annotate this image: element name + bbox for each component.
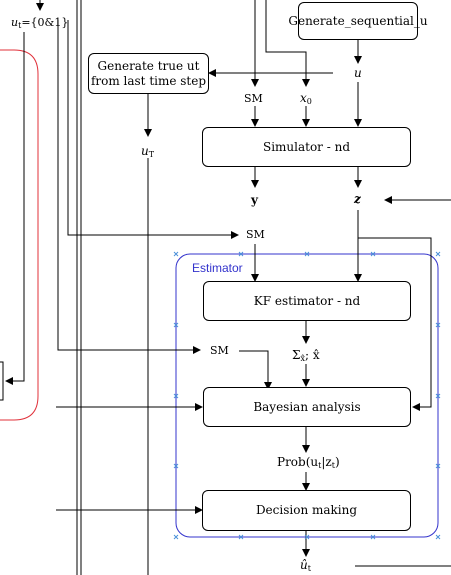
connection-cross (370, 534, 376, 540)
connection-cross (370, 251, 376, 257)
uT-label: uT (141, 145, 154, 159)
uT-sub: T (148, 150, 155, 159)
simulator-node[interactable]: Simulator - nd (202, 127, 411, 167)
connection-cross (238, 251, 244, 257)
uT-var: u (141, 144, 149, 158)
x0-var: x (300, 91, 307, 105)
sigma-rest: ; x̂ (305, 348, 320, 362)
prob-label: Prob(ut|zt) (277, 456, 340, 470)
edge-z-to-bayesian (358, 237, 432, 411)
edge-ut-to-left-box (5, 32, 25, 385)
y-label: y (251, 193, 258, 207)
connection-cross (435, 251, 441, 257)
prob-a: Prob(u (277, 455, 319, 469)
sm-mid-label: SM (246, 228, 265, 241)
edge-sm-mid-feed (67, 20, 239, 239)
connection-cross (173, 534, 179, 540)
sm-top-label: SM (244, 92, 263, 105)
prob-s2: t (331, 461, 335, 470)
connection-cross (304, 251, 310, 257)
red-region-outline (0, 49, 39, 421)
sm-low-label: SM (210, 344, 229, 357)
estimator-group-title: Estimator (192, 261, 243, 275)
ut-var: u (11, 16, 19, 29)
connection-cross (435, 463, 441, 469)
connection-cross (435, 393, 441, 399)
ut-rest: ={0&1} (21, 16, 69, 29)
x0-sub: 0 (306, 97, 312, 106)
u-var: u (354, 66, 362, 80)
edge-sm-low-to-bayesian (239, 350, 272, 390)
generate-true-ut-line2: from last time step (90, 73, 207, 88)
ut-definition-label: ut={0&1} (11, 17, 68, 30)
connection-cross (173, 463, 179, 469)
decision-making-node[interactable]: Decision making (202, 490, 411, 531)
connection-cross (435, 322, 441, 328)
z-var: z (354, 192, 361, 206)
connection-cross (173, 251, 179, 257)
prob-b: |z (321, 455, 332, 469)
x0-label: x0 (300, 92, 312, 106)
connection-cross (173, 322, 179, 328)
connection-cross (238, 534, 244, 540)
connection-cross (435, 534, 441, 540)
left-clipped-box (0, 361, 4, 401)
connection-cross (173, 393, 179, 399)
prob-c: ) (334, 455, 340, 469)
generate-true-ut-line1: Generate true ut (97, 58, 200, 73)
z-label: z (354, 193, 361, 205)
uhat-var: û (300, 558, 308, 572)
sigma-var: Σ (292, 348, 301, 362)
generate-true-ut-node[interactable]: Generate true ut from last time step (88, 53, 209, 94)
uhat-sub: t (307, 564, 311, 573)
sigma-label: Σx̂; x̂ (292, 349, 320, 363)
edge-x0-down (265, 0, 310, 87)
connection-points (173, 251, 441, 540)
u-label: u (354, 67, 362, 79)
connection-cross (304, 534, 310, 540)
kf-estimator-node[interactable]: KF estimator - nd (203, 281, 411, 321)
uhat-label: ût (300, 559, 311, 573)
generate-sequential-node[interactable]: Generate_sequential_u (288, 2, 428, 40)
bayesian-analysis-node[interactable]: Bayesian analysis (203, 387, 411, 427)
prob-s1: t (318, 461, 322, 470)
ut-sub: t (18, 21, 22, 30)
sigma-sub: x̂ (300, 354, 305, 363)
